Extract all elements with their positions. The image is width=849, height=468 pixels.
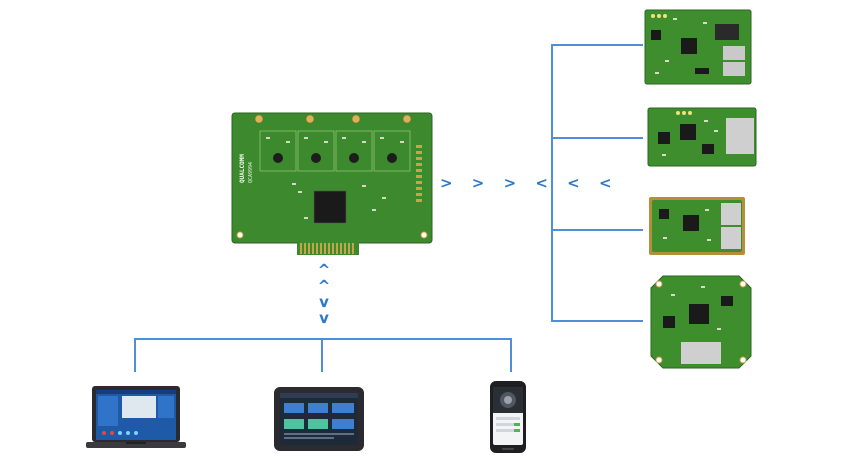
tablet-device — [274, 387, 364, 451]
vertical-data-arrows: ^ ^ v v — [314, 262, 334, 326]
laptop-device — [86, 386, 186, 450]
down-arrow-2: v — [319, 309, 329, 327]
main-module-pcb: QUALCOMM QCA9994 — [231, 112, 433, 255]
right-branch-2 — [551, 137, 643, 139]
horizontal-data-arrows: > > > < < < — [440, 174, 619, 192]
bottom-branch-tablet — [321, 338, 323, 372]
right-branch-4 — [551, 320, 643, 322]
right-branch-3 — [551, 229, 643, 231]
main-wifi-module: QUALCOMM QCA9994 — [231, 112, 433, 255]
router-board-3 — [649, 197, 745, 255]
router-board-4 — [650, 275, 752, 369]
bottom-trunk-line — [134, 338, 512, 340]
phone-device — [490, 381, 526, 453]
right-trunk-line — [551, 44, 553, 322]
router-board-2 — [647, 107, 757, 167]
brand-silkscreen: QUALCOMM — [239, 154, 246, 183]
router-board-1 — [644, 9, 752, 85]
down-arrow-1: v — [319, 293, 329, 311]
bottom-branch-phone — [510, 338, 512, 372]
up-arrow-2: ^ — [317, 277, 331, 295]
up-arrow-1: ^ — [317, 261, 331, 279]
bottom-branch-laptop — [134, 338, 136, 372]
chip-silkscreen: QCA9994 — [248, 162, 254, 183]
right-branch-1 — [551, 44, 643, 46]
